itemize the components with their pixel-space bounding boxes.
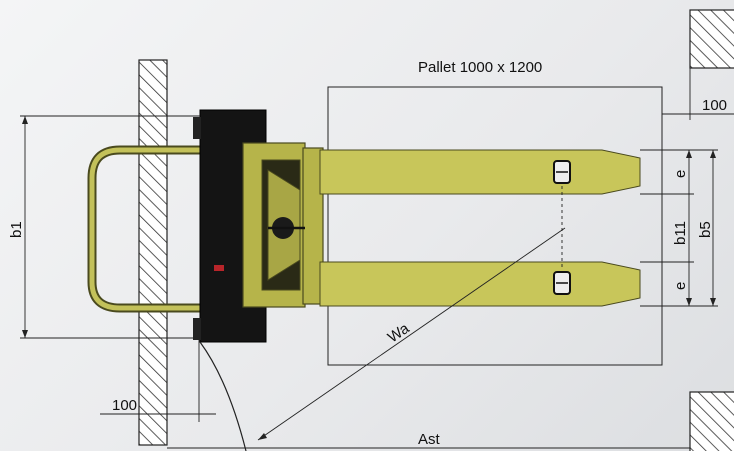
red-switch [214,265,224,271]
body-clip-top [193,117,201,139]
pallet-outline [327,86,663,366]
body-clip-bottom [193,318,201,340]
b5-label: b5 [697,221,714,238]
wa-arrow [258,433,267,440]
tiller-handle-highlight [89,147,248,311]
b11-label: b11 [672,221,689,245]
left-aisle-wall [138,59,168,446]
ast-label: Ast [418,431,441,448]
bottom-left-100-label: 100 [112,397,137,414]
fork-upper [319,149,641,195]
wa-label: Wa [385,320,413,347]
top-right-100-label: 100 [702,97,727,114]
fork-yoke [302,147,324,305]
bottom-right-wall [689,391,734,451]
wa-radius-line [257,227,566,441]
b1-label: b1 [8,221,25,238]
e-bottom-label: e [672,282,689,290]
fork-lower [319,261,641,307]
turning-arc [199,341,247,451]
top-right-wall [689,9,734,69]
pallet-label: Pallet 1000 x 1200 [418,59,542,76]
e-top-label: e [672,170,689,178]
